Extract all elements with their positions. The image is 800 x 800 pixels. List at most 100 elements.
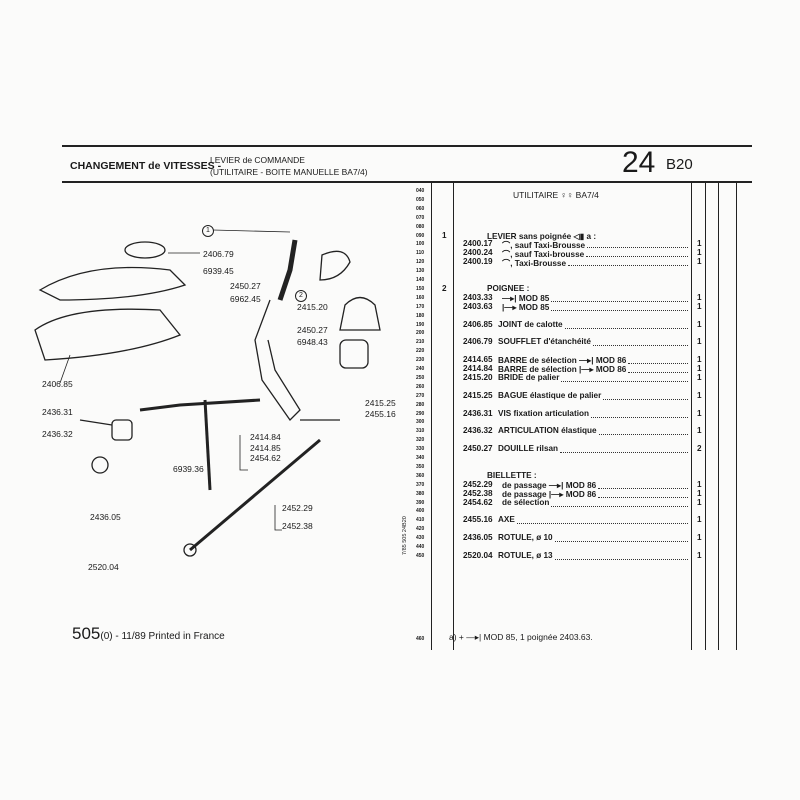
biellette-passage-part — [189, 438, 321, 552]
line-number: 400 — [416, 508, 425, 515]
line-number: 260 — [416, 383, 425, 390]
dot-leader — [551, 309, 688, 311]
part-callout: 2452.29 — [282, 503, 313, 513]
part-description: LEVIER sans poignée ◁▮ a : — [487, 231, 597, 241]
part-description: ROTULE, ø 10 — [498, 533, 553, 543]
line-number: 210 — [416, 339, 425, 346]
quantity: 1 — [697, 292, 702, 302]
table-border-left — [431, 183, 432, 650]
line-number: 270 — [416, 392, 425, 399]
part-description: ⌒, sauf Taxi-brousse — [502, 250, 585, 260]
line-number: 200 — [416, 330, 425, 337]
part-reference: 2452.29 — [463, 479, 493, 489]
part-callout: 6939.45 — [203, 266, 234, 276]
dot-leader — [587, 247, 688, 249]
part-description: ROTULE, ø 13 — [498, 550, 553, 560]
line-number: 420 — [416, 526, 425, 533]
part-description: —▸| MOD 85 — [502, 293, 550, 303]
rotule-part — [183, 543, 197, 557]
part-reference: 2414.65 — [463, 355, 493, 365]
part-callout: 2455.16 — [365, 409, 396, 419]
item-number: 1 — [442, 230, 447, 240]
part-callout: 2436.32 — [42, 429, 73, 439]
quantity: 1 — [697, 426, 702, 436]
quantity: 1 — [697, 257, 702, 267]
quantity: 1 — [697, 550, 702, 560]
dot-leader — [555, 558, 688, 560]
joint-de-calotte-part — [124, 241, 166, 259]
line-number: 170 — [416, 303, 425, 310]
line-number: 300 — [416, 419, 425, 426]
part-callout: 2436.05 — [90, 512, 121, 522]
support-part — [91, 456, 109, 474]
dot-leader — [628, 363, 688, 365]
part-callout: 6948.43 — [297, 337, 328, 347]
line-number: 350 — [416, 463, 425, 470]
item-number: 2 — [442, 283, 447, 293]
part-reference: 2455.16 — [463, 515, 493, 525]
quantity: 1 — [697, 248, 702, 258]
line-number: 340 — [416, 455, 425, 461]
quantity: 1 — [697, 337, 702, 347]
quantity: 1 — [697, 533, 702, 543]
dot-leader — [517, 523, 688, 525]
part-description: DOUILLE rilsan — [498, 444, 559, 454]
line-number: 280 — [416, 401, 425, 408]
quantity: 1 — [697, 497, 702, 507]
part-description: VIS fixation articulation — [498, 408, 589, 418]
line-number: 390 — [416, 499, 425, 506]
part-description: ⌒, sauf Taxi-Brousse — [502, 241, 586, 251]
line-number: 250 — [416, 374, 425, 381]
part-description: ⌒, Taxi-Brousse — [502, 259, 566, 269]
bride-part — [339, 296, 381, 331]
part-description: |—▸ MOD 85 — [502, 302, 550, 312]
line-number: 330 — [416, 446, 425, 453]
part-reference: 2400.19 — [463, 257, 493, 267]
quantity: 2 — [697, 444, 702, 454]
part-callout: 2414.85 — [250, 443, 281, 453]
biellette-selection-part — [203, 399, 212, 491]
dot-leader — [599, 434, 688, 436]
line-number: 440 — [416, 544, 425, 550]
part-description: de sélection — [502, 497, 550, 507]
part-callout: 6962.45 — [230, 294, 261, 304]
line-number: 290 — [416, 410, 425, 417]
dot-leader — [568, 265, 688, 267]
part-callout: 2520.04 — [88, 562, 119, 572]
footer-model: 505 — [72, 624, 101, 643]
line-number: 230 — [416, 357, 425, 364]
table-border-col — [718, 183, 719, 650]
line-number: 240 — [416, 366, 425, 372]
articulation-part — [111, 419, 133, 441]
footer-suffix: (0) - 11/89 Printed in France — [100, 631, 225, 642]
dot-leader — [560, 452, 688, 454]
part-description: BARRE de sélection |—▸ MOD 86 — [498, 365, 627, 374]
dot-leader — [598, 496, 688, 498]
barre-selection-part — [254, 299, 301, 422]
part-description: BARRE de sélection —▸| MOD 86 — [498, 356, 627, 366]
part-callout: 2450.27 — [297, 325, 328, 335]
part-description: SOUFFLET d'étanchéité — [498, 337, 591, 347]
line-number: 080 — [416, 223, 425, 230]
table-border-col — [705, 183, 706, 650]
soufflet-part — [38, 266, 187, 301]
quantity: 1 — [697, 364, 702, 373]
part-callout: 2450.27 — [230, 281, 261, 291]
quantity: 1 — [697, 390, 702, 400]
line-number: 380 — [416, 490, 425, 497]
vertical-code: 7/85 505 24B20 — [402, 516, 408, 555]
top-rule — [62, 145, 752, 147]
quantity: 1 — [697, 479, 702, 489]
part-callout: 6939.36 — [173, 464, 204, 474]
leader-line — [274, 505, 282, 531]
quantity: 1 — [697, 239, 702, 249]
part-callout: 2415.25 — [365, 398, 396, 408]
part-reference: 2520.04 — [463, 550, 493, 560]
part-callout: 2406.79 — [203, 249, 234, 259]
part-description: POIGNEE : — [487, 283, 530, 293]
part-reference: 2452.38 — [463, 488, 493, 498]
table-border-right — [736, 183, 737, 650]
part-callout: 2415.20 — [297, 302, 328, 312]
dot-leader — [598, 487, 688, 489]
